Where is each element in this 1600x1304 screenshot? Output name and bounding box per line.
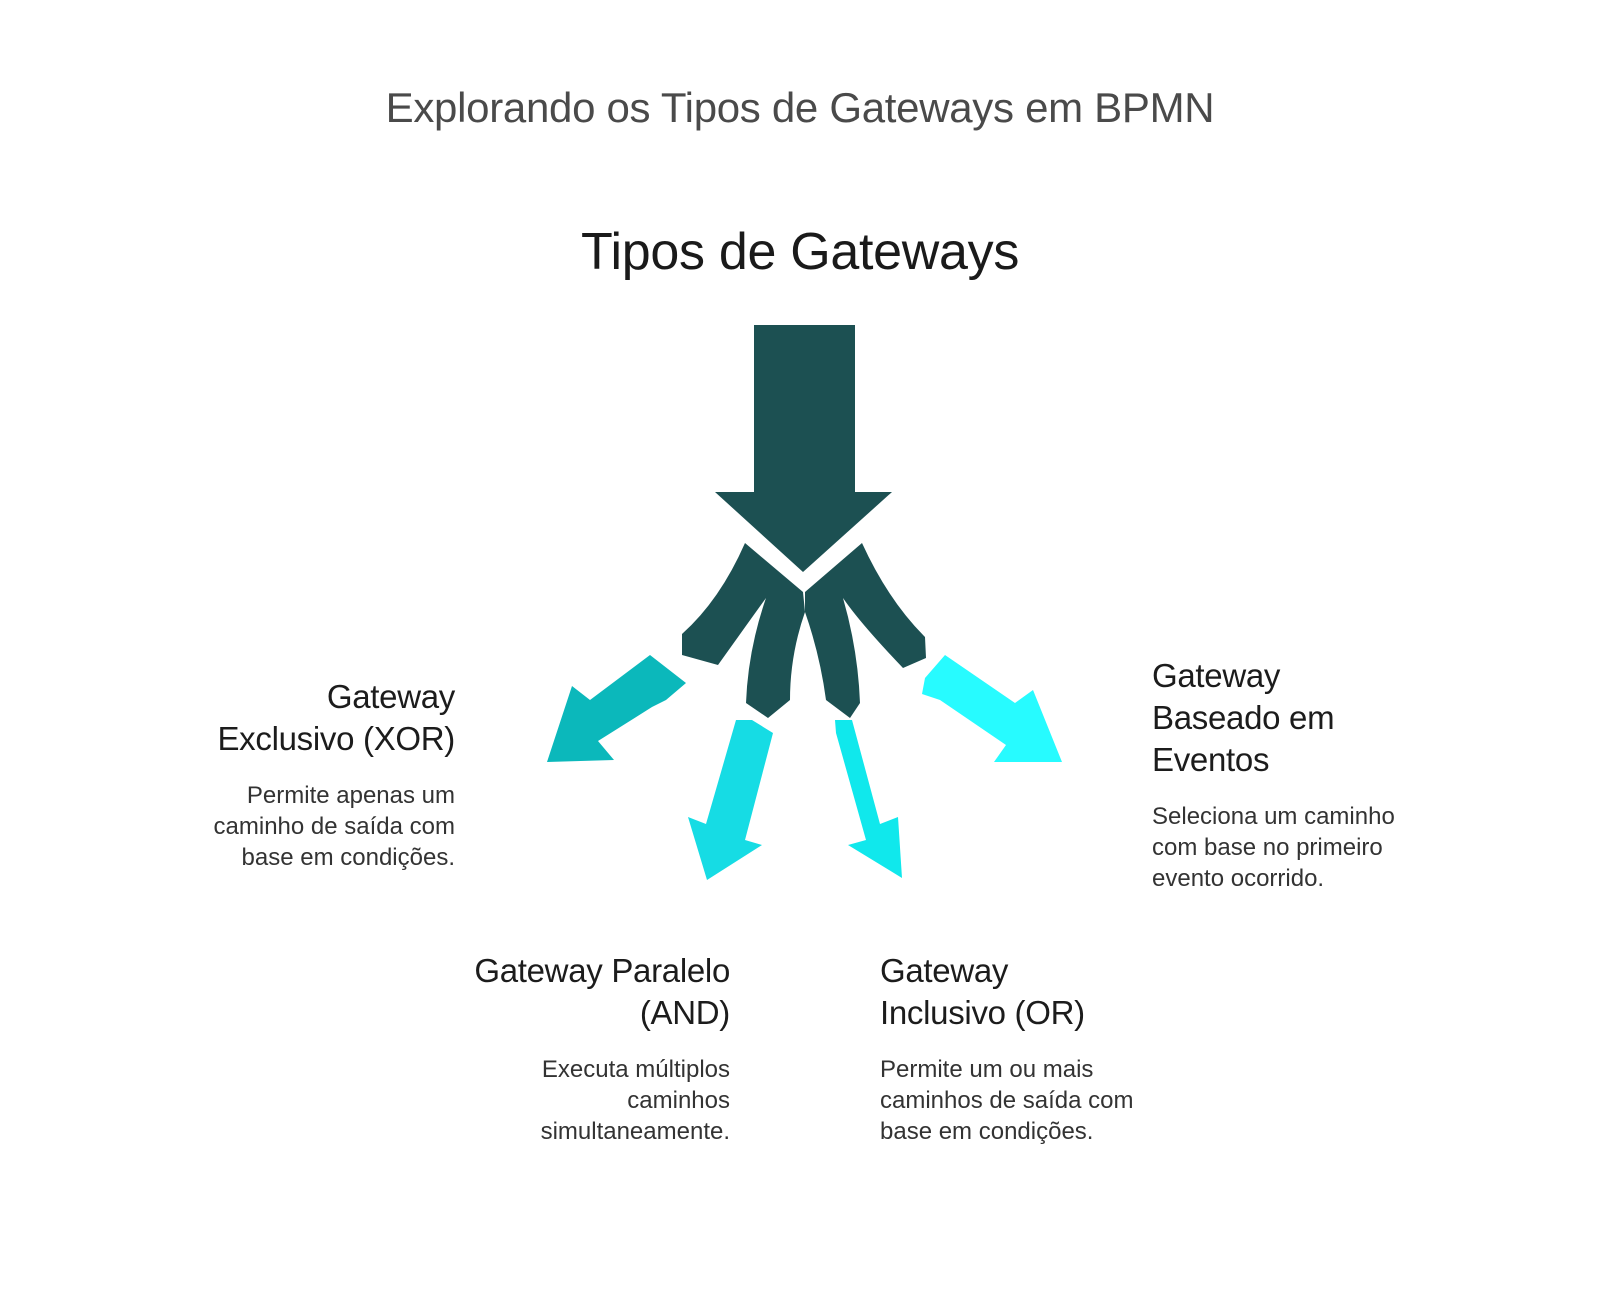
gateway-and-description: Executa múltiplos caminhos simultaneamen… bbox=[430, 1054, 730, 1147]
title-line: Gateway bbox=[1152, 657, 1281, 694]
title-line: (AND) bbox=[639, 994, 730, 1031]
gateway-xor-description: Permite apenas um caminho de saída com b… bbox=[160, 780, 455, 873]
title-line: Eventos bbox=[1152, 741, 1270, 778]
description-line: base em condições. bbox=[880, 1118, 1094, 1145]
or-branch-arrow bbox=[835, 720, 902, 878]
title-line: Inclusivo (OR) bbox=[880, 994, 1085, 1031]
gateway-or-title: Gateway Inclusivo (OR) bbox=[880, 950, 1190, 1034]
description-line: caminhos bbox=[627, 1087, 730, 1114]
description-line: base em condições. bbox=[241, 844, 455, 871]
gateway-and: Gateway Paralelo (AND) Executa múltiplos… bbox=[430, 950, 730, 1147]
description-line: com base no primeiro bbox=[1152, 834, 1383, 861]
gateway-xor: Gateway Exclusivo (XOR) Permite apenas u… bbox=[160, 676, 456, 873]
description-line: Seleciona um caminho bbox=[1152, 803, 1395, 830]
title-line: Exclusivo (XOR) bbox=[217, 720, 455, 757]
description-line: Executa múltiplos bbox=[541, 1056, 730, 1083]
title-line: Gateway bbox=[880, 952, 1009, 989]
and-branch-arrow bbox=[688, 720, 773, 880]
title-line: Gateway Paralelo bbox=[474, 952, 730, 989]
gateway-event-description: Seleciona um caminho com base no primeir… bbox=[1152, 801, 1442, 894]
diagram-title: Tipos de Gateways bbox=[580, 223, 1020, 281]
title-line: Gateway bbox=[326, 678, 455, 715]
xor-branch-arrow bbox=[547, 655, 686, 762]
title-line: Baseado em bbox=[1152, 699, 1335, 736]
gateway-or: Gateway Inclusivo (OR) Permite um ou mai… bbox=[880, 950, 1190, 1147]
description-line: caminho de saída com bbox=[213, 813, 455, 840]
event-branch-arrow bbox=[922, 655, 1062, 762]
description-line: evento ocorrido. bbox=[1152, 865, 1325, 892]
gateway-and-title: Gateway Paralelo (AND) bbox=[430, 950, 730, 1034]
main-input-arrow bbox=[715, 325, 892, 572]
gateway-xor-title: Gateway Exclusivo (XOR) bbox=[160, 676, 455, 760]
branch-root-right bbox=[805, 543, 926, 718]
description-line: Permite apenas um bbox=[246, 782, 455, 809]
page-title: Explorando os Tipos de Gateways em BPMN bbox=[385, 84, 1215, 131]
branch-root-left bbox=[682, 543, 805, 718]
gateway-or-description: Permite um ou mais caminhos de saída com… bbox=[880, 1054, 1190, 1147]
description-line: Permite um ou mais bbox=[880, 1056, 1094, 1083]
gateway-event: Gateway Baseado em Eventos Seleciona um … bbox=[1152, 655, 1442, 894]
description-line: caminhos de saída com bbox=[880, 1087, 1134, 1114]
gateway-event-title: Gateway Baseado em Eventos bbox=[1152, 655, 1442, 781]
description-line: simultaneamente. bbox=[540, 1118, 730, 1145]
